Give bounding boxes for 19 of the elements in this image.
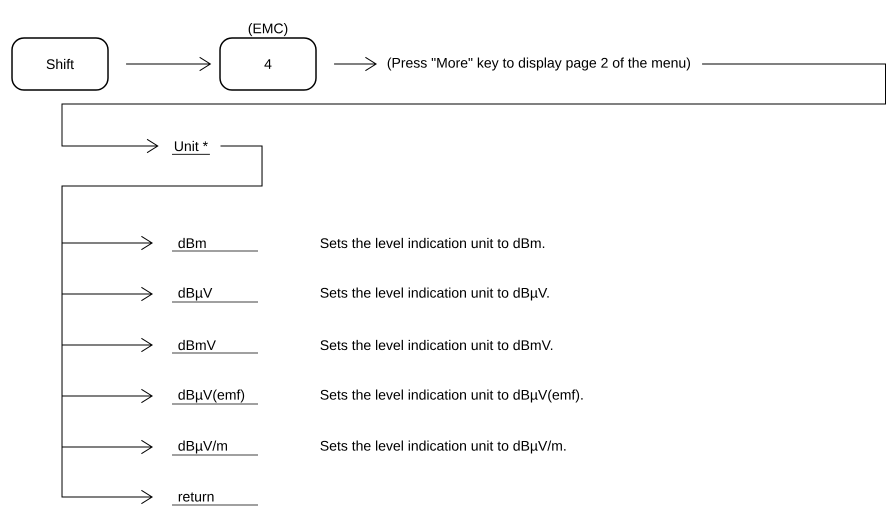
arrow	[62, 64, 886, 154]
menu-item: return	[172, 492, 258, 506]
arrow	[334, 56, 377, 72]
description-text: Sets the level indication unit to dBµV.	[320, 287, 549, 301]
description-text: Sets the level indication unit to dBµV/m.	[320, 440, 566, 454]
menu-item: Unit *	[172, 140, 210, 155]
menu-item: dBµV/m	[172, 440, 258, 456]
menu-item: dBµV(emf)	[172, 389, 258, 404]
menu-item: dBmV	[172, 340, 258, 354]
arrow	[126, 56, 212, 72]
key-box: Shift	[11, 37, 109, 91]
description-text: Sets the level indication unit to dBm.	[320, 238, 544, 248]
description-text: Sets the level indication unit to dBµV(emf).	[320, 389, 583, 403]
description-text: Sets the level indication unit to dBmV.	[320, 340, 552, 350]
menu-item: dBµV	[172, 287, 258, 302]
key-box: 4	[219, 37, 317, 91]
menu-item: dBm	[172, 238, 258, 252]
mode-label: (EMC)	[248, 23, 288, 36]
instruction-text: (Press "More" key to display page 2 of the menu)	[388, 57, 690, 71]
